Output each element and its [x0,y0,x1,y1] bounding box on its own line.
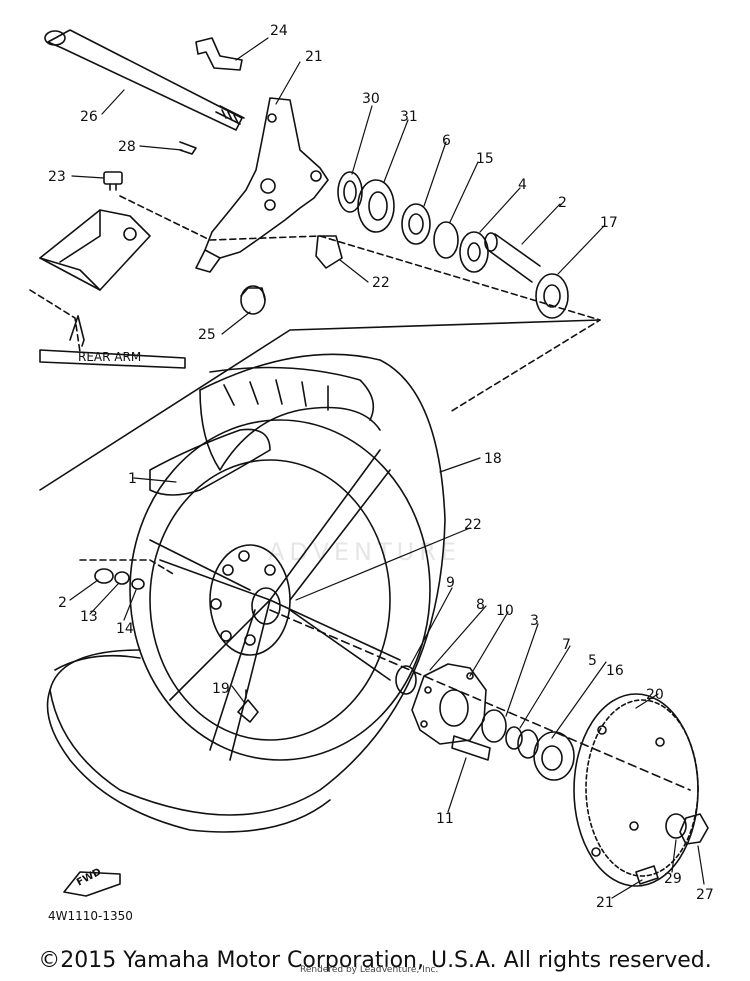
callout-6: 6 [442,133,451,149]
axle-part [44,29,245,131]
callout-16: 16 [606,663,624,679]
tire-envelope [39,319,601,491]
washer-part-2 [665,813,687,839]
bearing-part [357,179,395,233]
bolt-part [103,171,123,191]
bracket-part [195,37,243,71]
callout-31: 29 [664,871,682,887]
caliper-bracket-part [195,97,329,273]
callout-14: 14 [116,621,134,637]
callout-2-bottom: 2 [58,595,67,611]
lock-washer-part [131,578,145,590]
wheel-rim-part [129,419,431,761]
valve-part [237,689,259,723]
callout-18: 18 [484,451,502,467]
callout-8: 8 [476,597,485,613]
clip-part [315,235,343,269]
rear-arm-label: REAR ARM [78,350,142,364]
callout-29: 27 [696,887,714,903]
cover-plate-part [573,693,699,887]
callout-11: 11 [436,811,454,827]
nut-part [94,568,114,584]
callout-27: 25 [198,327,216,343]
rear-arm-outline [39,209,151,291]
hub-part [209,544,291,656]
rendered-by-text: Rendered by LeadVenture, Inc. [300,965,439,975]
callout-23: 21 [305,49,323,65]
axle-center-line [269,609,691,791]
callout-13: 13 [80,609,98,625]
callout-10: 10 [496,603,514,619]
cotter-pin-part [179,141,197,155]
copyright-text: ©2015 Yamaha Motor Corporation, U.S.A. A… [38,948,712,973]
tire-part [46,353,446,833]
callout-32: 30 [362,91,380,107]
rear-arm-label-box [39,349,186,369]
bolt-part-3 [635,865,659,885]
callout-19: 19 [212,681,230,697]
callout-25: 23 [48,169,66,185]
bolt-part-2 [451,735,491,761]
washer-part [114,571,130,585]
callout-24: 22 [372,275,390,291]
bearing-part-3 [459,231,489,273]
callout-33: 31 [400,109,418,125]
seal-part-2 [535,273,569,319]
callout-21: 21 [596,895,614,911]
rear-arm-pointer [69,315,85,347]
sprocket-hub-part [411,663,487,745]
callout-9: 9 [446,575,455,591]
leader-lines [69,37,705,899]
bearing-part-4 [481,709,507,743]
callout-22: 22 [464,517,482,533]
callout-26: 24 [270,23,288,39]
drawing-code: 4W1110-1350 [48,909,133,923]
nut-part-2 [679,813,709,845]
seal-part [337,171,363,213]
callout-15: 15 [476,151,494,167]
collar-part-2 [505,726,523,750]
collar-part [240,285,266,315]
seal-part-4 [533,731,575,781]
callout-17: 17 [600,215,618,231]
callout-30: 28 [118,139,136,155]
o-ring-part [395,665,417,695]
rear-arm-dash-line-2 [29,289,81,353]
callout-2-top: 2 [558,195,567,211]
callout-1: 1 [128,471,137,487]
spacer-part [487,233,541,283]
seal-part-3 [517,729,539,759]
callout-20: 20 [646,687,664,703]
callout-4: 4 [518,177,527,193]
fwd-arrow [63,871,121,897]
callout-3: 3 [530,613,539,629]
callout-28: 26 [80,109,98,125]
callout-5: 5 [588,653,597,669]
callout-7: 7 [562,637,571,653]
circlip-part [433,221,459,259]
bearing-part-2 [401,203,431,245]
